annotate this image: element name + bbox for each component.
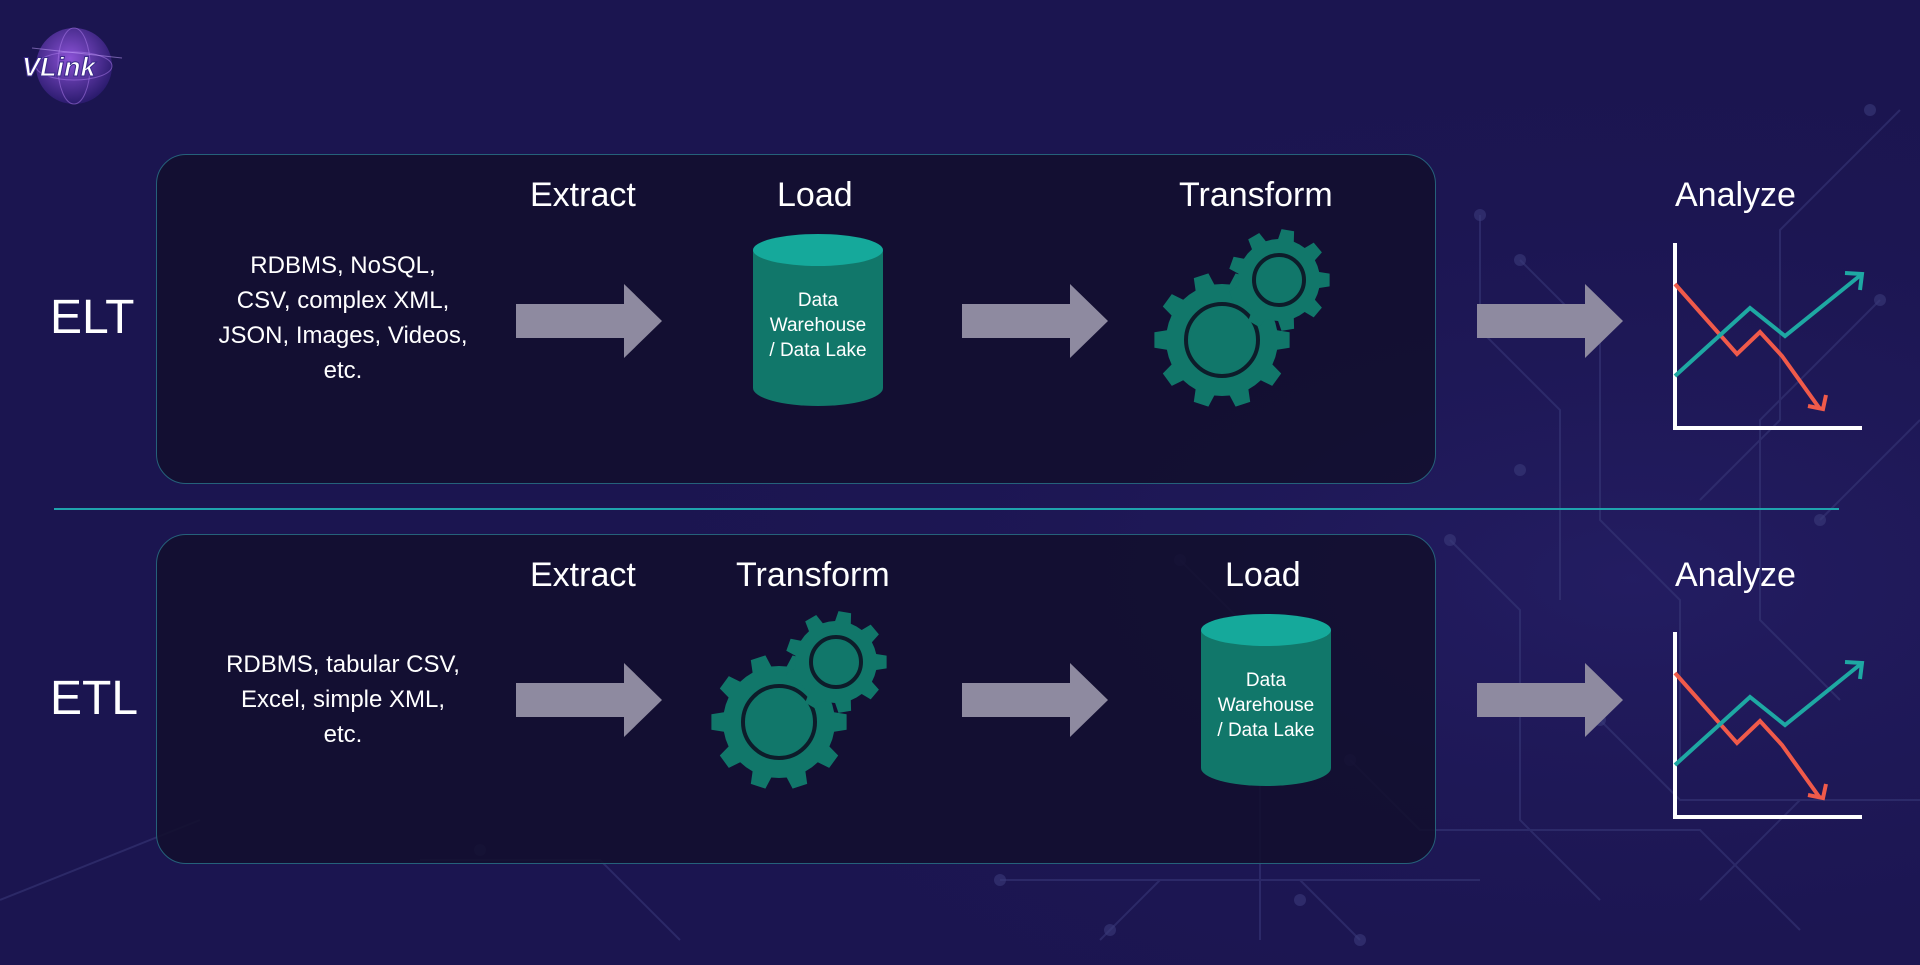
elt-source-line: RDBMS, NoSQL, bbox=[250, 252, 436, 279]
storage-label: Data Warehouse / Data Lake bbox=[751, 288, 885, 363]
elt-analyze-title: Analyze bbox=[1675, 176, 1796, 214]
elt-load-title: Load bbox=[777, 176, 853, 214]
etl-extract-title: Extract bbox=[530, 556, 636, 594]
etl-source-line: etc. bbox=[323, 721, 363, 748]
vlink-logo[interactable]: VLink bbox=[18, 22, 138, 112]
right-arrow-icon bbox=[962, 663, 1108, 737]
storage-label-line: Data bbox=[797, 290, 839, 311]
storage-label-line: Data bbox=[1245, 670, 1287, 691]
elt-source-line: JSON, Images, Videos, bbox=[218, 322, 468, 349]
etl-source-line: RDBMS, tabular CSV, bbox=[226, 651, 460, 678]
gears-icon bbox=[1152, 228, 1366, 428]
elt-sources: RDBMS, NoSQL, CSV, complex XML, JSON, Im… bbox=[193, 248, 493, 388]
line-chart-icon bbox=[1670, 238, 1866, 434]
gear-hole bbox=[741, 684, 817, 760]
right-arrow-icon bbox=[1477, 284, 1623, 358]
database-cylinder-icon: Data Warehouse / Data Lake bbox=[1199, 612, 1333, 788]
right-arrow-icon bbox=[516, 284, 662, 358]
gear-hole bbox=[1252, 253, 1306, 307]
elt-source-line: etc. bbox=[323, 357, 363, 384]
right-arrow-icon bbox=[516, 663, 662, 737]
database-cylinder-icon: Data Warehouse / Data Lake bbox=[751, 232, 885, 408]
gear-hole bbox=[809, 635, 863, 689]
logo-text: VLink bbox=[22, 52, 97, 82]
etl-sources: RDBMS, tabular CSV, Excel, simple XML, e… bbox=[193, 647, 493, 752]
etl-analyze-title: Analyze bbox=[1675, 556, 1796, 594]
right-arrow-icon bbox=[962, 284, 1108, 358]
elt-transform-title: Transform bbox=[1179, 176, 1333, 214]
etl-source-line: Excel, simple XML, bbox=[240, 686, 446, 713]
line-chart-icon bbox=[1670, 627, 1866, 823]
gear-center bbox=[746, 689, 812, 755]
etl-transform-title: Transform bbox=[736, 556, 890, 594]
storage-label-line: / Data Lake bbox=[1217, 720, 1315, 741]
elt-source-line: CSV, complex XML, bbox=[236, 287, 450, 314]
etl-load-title: Load bbox=[1225, 556, 1301, 594]
elt-label: ELT bbox=[50, 291, 135, 344]
etl-label: ETL bbox=[50, 672, 139, 725]
storage-label-line: Warehouse bbox=[1217, 695, 1315, 716]
gear-hole bbox=[1184, 302, 1260, 378]
gear-center bbox=[1257, 258, 1301, 302]
storage-label-line: / Data Lake bbox=[769, 340, 867, 361]
gear-center bbox=[814, 640, 858, 684]
gears-icon bbox=[709, 610, 923, 810]
elt-extract-title: Extract bbox=[530, 176, 636, 214]
storage-label: Data Warehouse / Data Lake bbox=[1199, 668, 1333, 743]
gear-center bbox=[1189, 307, 1255, 373]
section-divider bbox=[54, 508, 1839, 510]
right-arrow-icon bbox=[1477, 663, 1623, 737]
storage-label-line: Warehouse bbox=[769, 315, 867, 336]
